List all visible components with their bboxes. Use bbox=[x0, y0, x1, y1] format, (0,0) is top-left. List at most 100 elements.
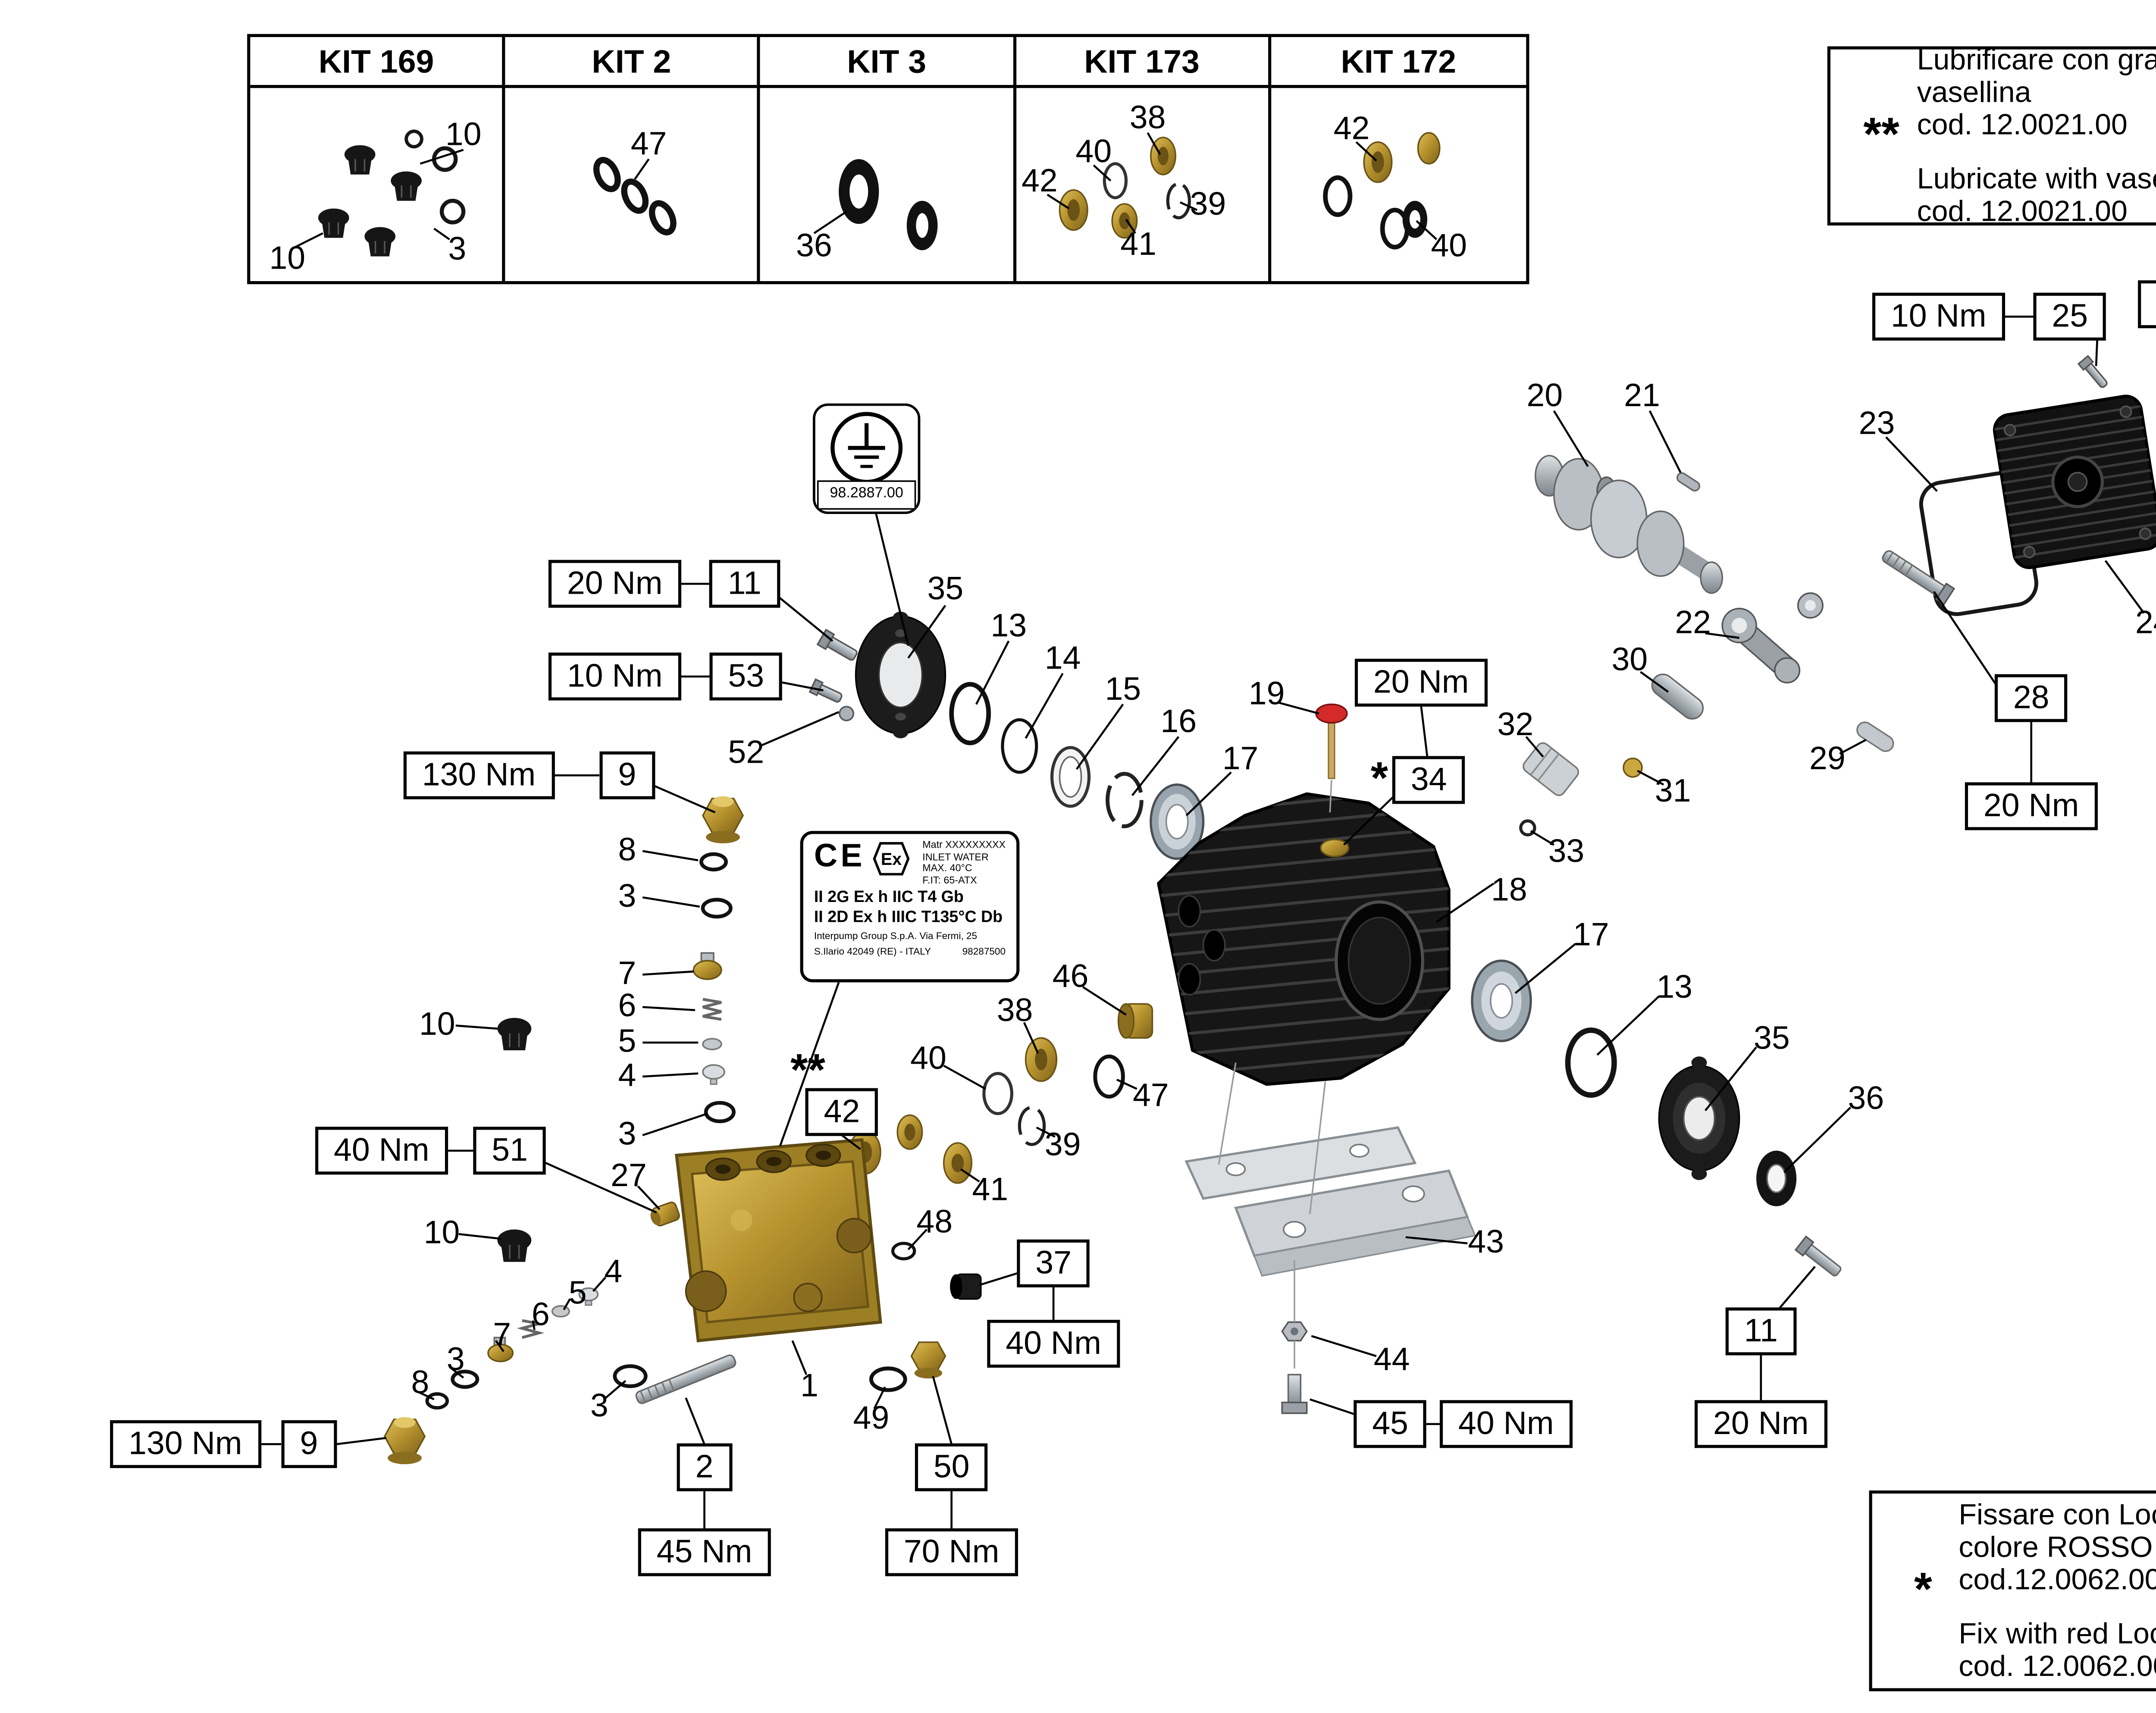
leader-line bbox=[907, 1228, 928, 1250]
part-callout-27: 27 bbox=[611, 1158, 647, 1194]
bracket-43b bbox=[1234, 1169, 1476, 1277]
piston-32 bbox=[1523, 742, 1579, 796]
part-callout-10: 10 bbox=[423, 1215, 460, 1251]
part-ref-box-50: 50 bbox=[915, 1443, 988, 1491]
leader-line bbox=[642, 1112, 708, 1137]
part-callout-6: 6 bbox=[618, 988, 636, 1024]
part-callout-16: 16 bbox=[1160, 704, 1197, 740]
part-callout-40: 40 bbox=[1431, 229, 1467, 264]
leader-line bbox=[841, 1134, 861, 1150]
leader-line bbox=[642, 970, 694, 976]
ex-mark-text: Ex bbox=[881, 850, 902, 869]
note-lubricate-line3: Lubricate with vaseline grease bbox=[1917, 163, 2156, 196]
leader-line bbox=[1933, 591, 2003, 694]
oring-13-right bbox=[1565, 1027, 1617, 1098]
plate-max-temp: MAX. 40°C bbox=[922, 863, 972, 874]
note-loctite-line4: cod. 12.0062.00 bbox=[1959, 1650, 2156, 1683]
part-callout-3: 3 bbox=[590, 1388, 608, 1424]
part-callout-24: 24 bbox=[2135, 605, 2156, 641]
kit173-parts bbox=[1059, 137, 1191, 239]
part-ref-box-40-nm: 40 Nm bbox=[315, 1127, 448, 1175]
piston-pin-30 bbox=[1651, 673, 1704, 720]
part-ref-box-45: 45 bbox=[1354, 1400, 1427, 1448]
leader-line bbox=[592, 1276, 606, 1292]
leader-line bbox=[1279, 701, 1319, 715]
connecting-rod-22 bbox=[1721, 592, 1824, 684]
plug-9-bottom bbox=[383, 1417, 426, 1464]
leader-line bbox=[1705, 1046, 1757, 1112]
leader-line bbox=[1075, 704, 1124, 770]
leader-line bbox=[1023, 1022, 1039, 1054]
part-ref-box-28: 28 bbox=[1994, 674, 2068, 722]
part-callout-10: 10 bbox=[445, 117, 482, 153]
note-lubricate-line1: Lubrificare con grasso di vasellina bbox=[1917, 44, 2156, 109]
part-callout-43: 43 bbox=[1468, 1224, 1504, 1261]
part-callout-23: 23 bbox=[1858, 406, 1895, 442]
kit-column-3: KIT 3 bbox=[760, 37, 1016, 281]
leader-line bbox=[1355, 141, 1377, 162]
screw-25 bbox=[2077, 355, 2108, 388]
kit169-parts bbox=[318, 129, 466, 257]
part-callout-4: 4 bbox=[618, 1058, 636, 1094]
kit-table: KIT 169 KIT 2 KIT 3 KIT 173 KIT 172 bbox=[247, 34, 1529, 285]
leader-line bbox=[495, 1340, 505, 1352]
part-ref-box-42: 42 bbox=[805, 1088, 879, 1136]
nut-44 bbox=[1281, 1321, 1308, 1342]
leader-line bbox=[1525, 736, 1544, 758]
leader-line bbox=[960, 1168, 980, 1183]
screw-45 bbox=[1281, 1374, 1308, 1414]
leader-line bbox=[874, 512, 909, 646]
double-asterisk-symbol: ** bbox=[1863, 110, 1900, 161]
part-ref-box-11: 11 bbox=[1725, 1307, 1796, 1356]
kit-column-172: KIT 172 bbox=[1271, 37, 1526, 281]
leader-line bbox=[1640, 671, 1669, 693]
part-callout-41: 41 bbox=[1120, 227, 1156, 263]
leader-line bbox=[1218, 1062, 1237, 1165]
circlip-16 bbox=[1106, 772, 1144, 828]
part-ref-box-10-nm: 10 Nm bbox=[548, 652, 681, 701]
oring-8-bottom bbox=[425, 1392, 449, 1410]
part-callout-3: 3 bbox=[618, 879, 636, 914]
kit-header-173: KIT 173 bbox=[1015, 37, 1268, 88]
bushing-46 bbox=[1117, 1003, 1153, 1039]
washer-5-top bbox=[702, 1038, 722, 1050]
ring-15 bbox=[1050, 746, 1091, 808]
leader-line bbox=[1025, 673, 1064, 739]
part-ref-box-20-nm: 20 Nm bbox=[2138, 280, 2156, 329]
plug-9-top bbox=[702, 796, 744, 843]
bracket-43a bbox=[1185, 1126, 1417, 1200]
kit2-parts bbox=[593, 157, 677, 235]
part-callout-39: 39 bbox=[1190, 187, 1226, 222]
leader-line bbox=[449, 1366, 464, 1379]
ground-certificate-code: 98.2887.00 bbox=[817, 480, 916, 510]
leader-line bbox=[1514, 943, 1576, 994]
leader-line bbox=[458, 1233, 501, 1240]
valve-seat-7-top bbox=[693, 952, 722, 980]
part-callout-1: 1 bbox=[800, 1368, 819, 1404]
oring-49 bbox=[869, 1366, 907, 1392]
kit-header-2: KIT 2 bbox=[505, 37, 758, 88]
plug-50 bbox=[910, 1341, 946, 1379]
kit-header-172: KIT 172 bbox=[1271, 37, 1526, 88]
part-ref-box-9: 9 bbox=[281, 1420, 337, 1468]
kit172-parts bbox=[1323, 132, 1441, 250]
note-lubricate-line4: cod. 12.0021.00 bbox=[1917, 195, 2128, 228]
valve-cage-10-top bbox=[497, 1018, 532, 1050]
leader-line bbox=[685, 1397, 705, 1445]
part-callout-19: 19 bbox=[1248, 676, 1285, 712]
part-ref-box-25: 25 bbox=[2033, 292, 2107, 341]
leader-line bbox=[603, 1380, 627, 1400]
ex-mark-icon: Ex bbox=[873, 842, 910, 876]
leader-line bbox=[1116, 1078, 1138, 1090]
part-callout-39: 39 bbox=[1044, 1127, 1081, 1163]
part-callout-7: 7 bbox=[618, 956, 636, 992]
seal-36-right bbox=[1756, 1150, 1797, 1206]
leader-line bbox=[563, 1298, 571, 1310]
leader-line bbox=[295, 232, 323, 248]
part-callout-15: 15 bbox=[1105, 672, 1141, 708]
leader-line bbox=[975, 640, 1010, 705]
leader-line bbox=[1329, 780, 1332, 813]
kit-column-169: KIT 169 bbox=[250, 37, 506, 281]
part-callout-30: 30 bbox=[1611, 642, 1648, 678]
